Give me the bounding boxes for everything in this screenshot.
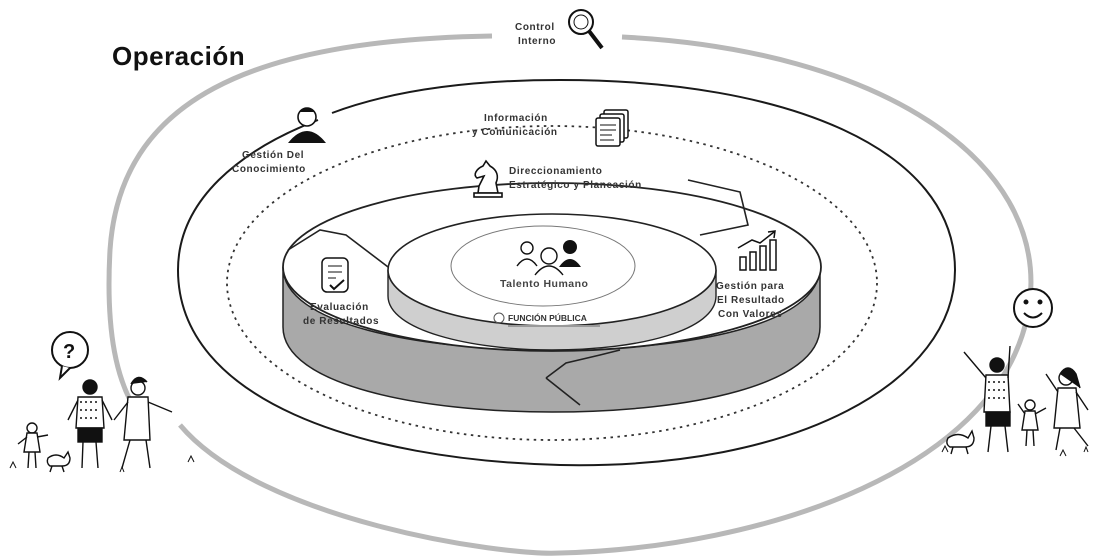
svg-text:Control: Control xyxy=(515,22,555,33)
label-talento-humano: Talento Humano xyxy=(500,278,588,290)
svg-text:?: ? xyxy=(63,341,75,363)
label-informacion-comunicacion: Información y Comunicación xyxy=(472,113,558,138)
svg-text:Conocimiento: Conocimiento xyxy=(232,164,306,175)
core-inner-ring xyxy=(450,225,636,307)
funcion-publica-logo: FUNCIÓN PÚBLICA xyxy=(493,312,600,327)
page-title: Operación xyxy=(112,41,245,71)
svg-text:El Resultado: El Resultado xyxy=(717,295,785,306)
disc-separator-bottom xyxy=(545,349,621,406)
svg-text:Información: Información xyxy=(484,113,548,124)
disc-separator-right xyxy=(687,179,749,236)
disc-separator-left xyxy=(287,229,393,271)
svg-text:Gestión para: Gestión para xyxy=(716,281,784,292)
svg-text:de Resultados: de Resultados xyxy=(303,316,379,327)
label-gestion-conocimiento: Gestión Del Conocimiento xyxy=(232,150,306,175)
magnifier-icon xyxy=(568,9,604,50)
svg-text:Con Valores: Con Valores xyxy=(718,309,782,320)
svg-text:Evaluación: Evaluación xyxy=(310,302,369,313)
label-direccionamiento: Direccionamiento Estratégico y Planeació… xyxy=(509,166,642,191)
bar-chart-icon xyxy=(737,230,777,271)
question-bubble-icon: ? xyxy=(51,331,89,381)
people-group-icon xyxy=(516,240,581,276)
svg-text:Gestión Del: Gestión Del xyxy=(242,150,304,161)
svg-text:Interno: Interno xyxy=(518,36,556,47)
ring-informacion-comunicacion xyxy=(226,125,878,441)
chess-knight-icon xyxy=(473,159,503,198)
right-family-illustration xyxy=(941,345,1089,457)
thinking-person-icon xyxy=(288,107,326,143)
checklist-icon xyxy=(321,257,349,293)
smiley-face-icon xyxy=(1013,288,1053,328)
svg-text:y Comunicación: y Comunicación xyxy=(472,127,558,138)
ring-gestion-conocimiento xyxy=(176,78,957,467)
svg-text:Estratégico y Planeación: Estratégico y Planeación xyxy=(509,180,642,191)
svg-text:Direccionamiento: Direccionamiento xyxy=(509,166,603,177)
label-gestion-resultado-valores: Gestión para El Resultado Con Valores xyxy=(716,281,785,320)
left-family-illustration xyxy=(9,376,195,473)
svg-text:FUNCIÓN PÚBLICA: FUNCIÓN PÚBLICA xyxy=(508,312,587,323)
label-control-interno: Control Interno xyxy=(515,22,556,47)
document-stack-icon xyxy=(595,109,629,147)
label-evaluacion-resultados: Evaluación de Resultados xyxy=(303,302,379,327)
outer-ring-control-interno xyxy=(106,33,1034,556)
